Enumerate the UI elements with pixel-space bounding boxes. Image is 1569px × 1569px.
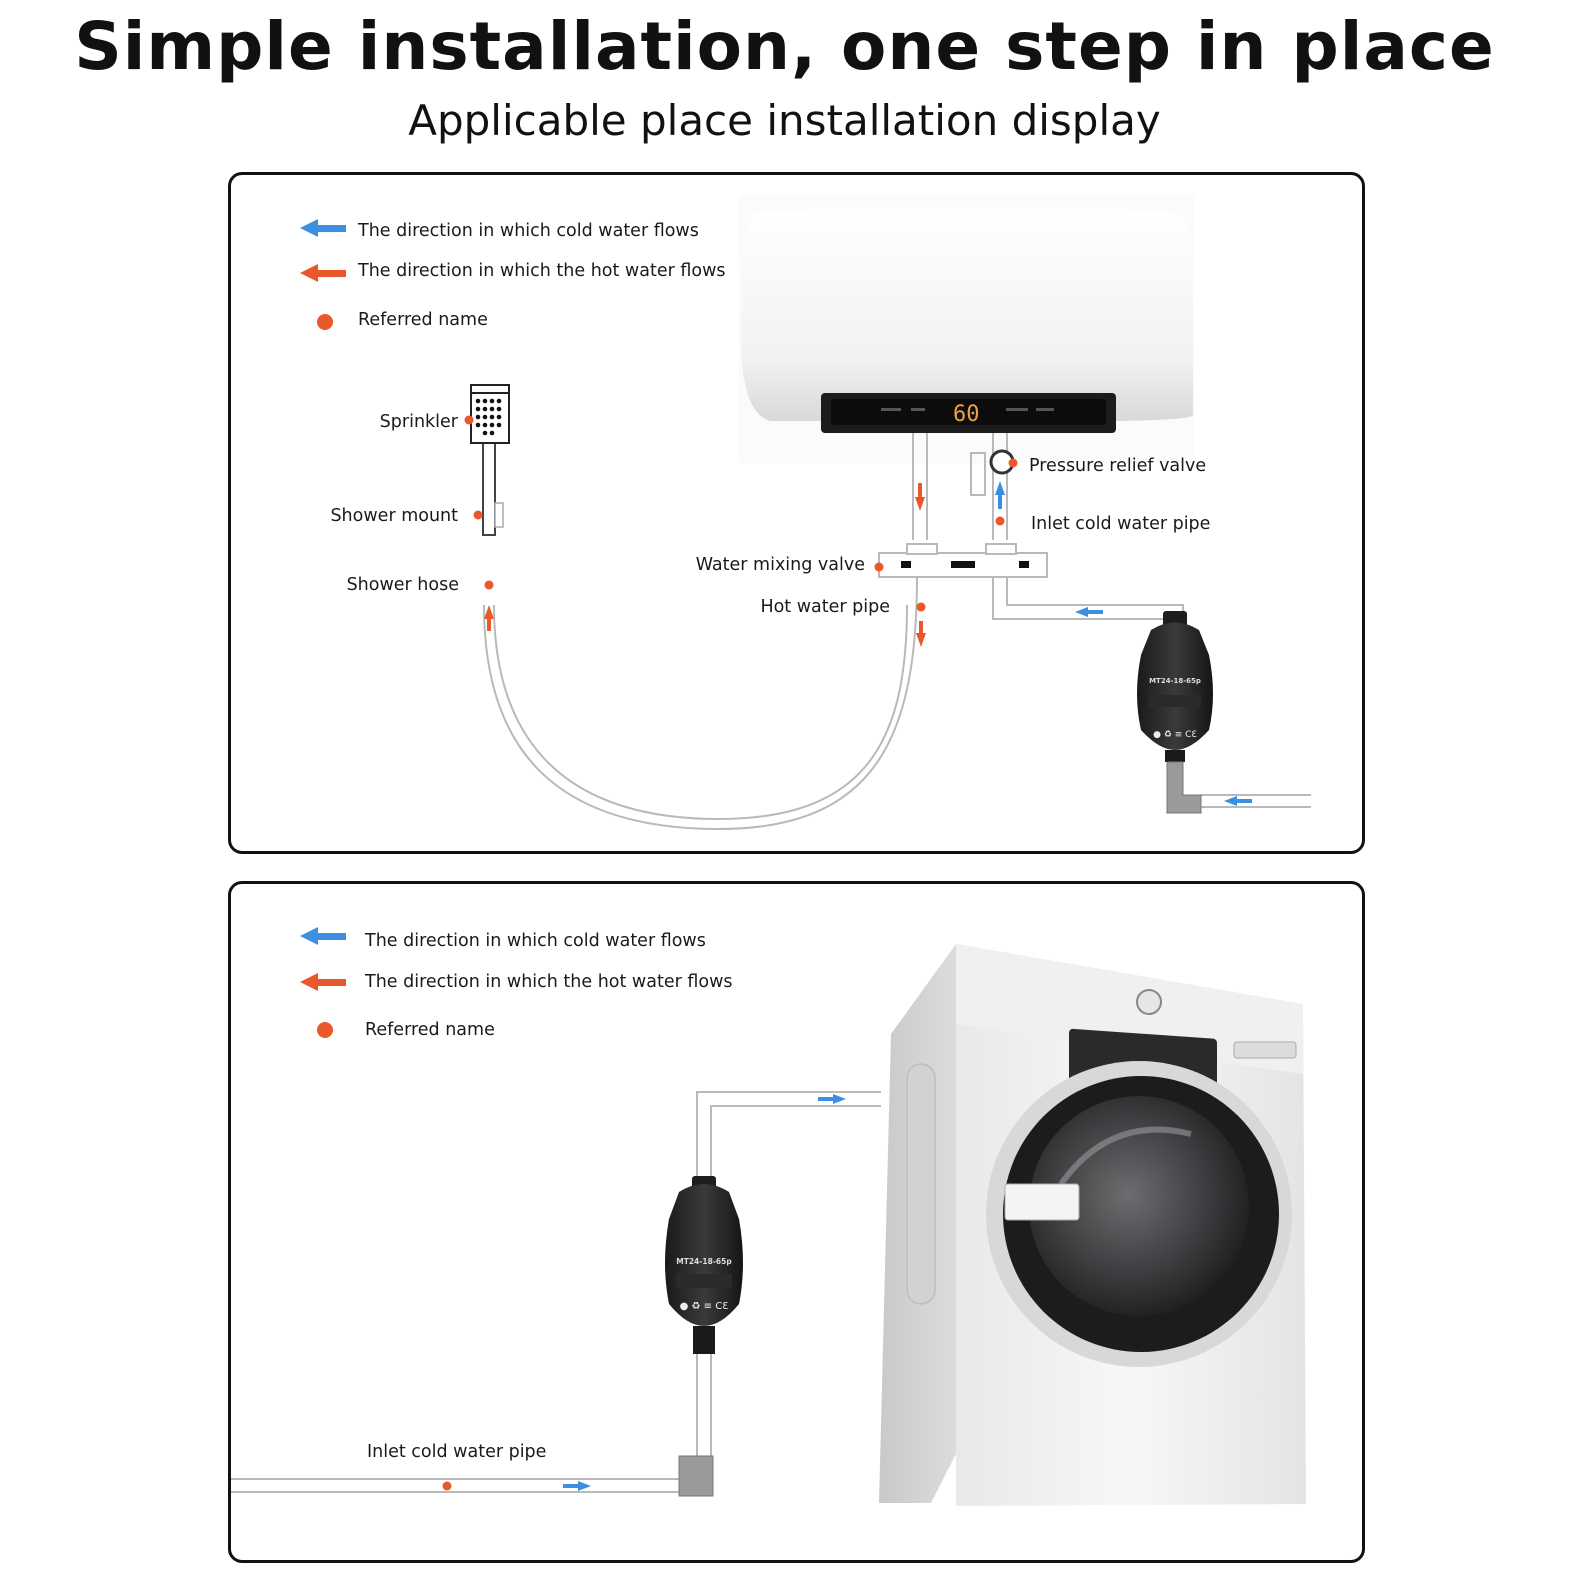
hot-flow-arrow-icon	[916, 621, 926, 647]
page-subtitle: Applicable place installation display	[408, 96, 1161, 145]
pump-model-label: MT24-18-65p	[676, 1257, 732, 1266]
legend-hot-label: The direction in which the hot water flo…	[364, 972, 733, 992]
program-dial-icon	[1136, 989, 1162, 1015]
svg-text:● ♻ ≡ CƐ: ● ♻ ≡ CƐ	[680, 1301, 729, 1312]
inlet-cold-water-pipe-label: Inlet cold water pipe	[367, 1442, 546, 1462]
water-heater-diagram: The direction in which cold water flows …	[300, 195, 1311, 831]
cold-flow-arrow-icon	[1224, 796, 1252, 806]
legend-marker-label: Referred name	[365, 1020, 495, 1040]
legend-cold-label: The direction in which cold water flows	[364, 931, 706, 951]
legend-hot-label: The direction in which the hot water flo…	[357, 261, 726, 281]
cold-flow-arrow-icon	[818, 1094, 846, 1104]
door-handle	[1004, 1183, 1080, 1221]
callout-dot	[442, 1481, 452, 1491]
cold-inlet-pipe	[231, 1091, 881, 1493]
svg-text:● ♻ ≡ CƐ: ● ♻ ≡ CƐ	[1153, 730, 1197, 740]
hot-flow-arrow-icon	[915, 483, 925, 511]
shower-mount-label: Shower mount	[330, 506, 458, 526]
cold-flow-arrow-icon	[1075, 607, 1103, 617]
hot-arrow-icon	[300, 264, 346, 282]
hot-water-pipe-label: Hot water pipe	[760, 597, 890, 617]
water-mixing-valve	[878, 543, 1048, 578]
pipe-elbow	[678, 1455, 714, 1497]
legend: The direction in which cold water flows …	[300, 219, 726, 330]
hot-flow-arrow-icon	[484, 605, 494, 631]
legend-cold-label: The direction in which cold water flows	[357, 221, 699, 241]
washing-machine	[879, 944, 1306, 1506]
inlet-cold-water-pipe-label: Inlet cold water pipe	[1031, 514, 1210, 534]
shower-hose	[483, 576, 918, 831]
legend: The direction in which cold water flows …	[300, 927, 733, 1040]
marker-dot-icon	[317, 1022, 333, 1038]
cold-flow-arrow-icon	[563, 1481, 591, 1491]
marker-dot-icon	[317, 314, 333, 330]
shower-head	[470, 384, 510, 536]
heater-temperature-display: 60	[953, 402, 980, 427]
page-title: Simple installation, one step in place	[74, 8, 1495, 85]
callout-dots	[464, 415, 1018, 612]
water-heater-panel: The direction in which cold water flows …	[228, 172, 1365, 854]
booster-pump: MT24-18-65p ● ♻ ≡ CƐ	[1137, 611, 1213, 814]
legend-marker-label: Referred name	[358, 310, 488, 330]
water-heater: 60	[739, 195, 1194, 463]
cold-arrow-icon	[300, 219, 346, 237]
pressure-relief-valve-label: Pressure relief valve	[1029, 456, 1206, 476]
booster-pump: MT24-18-65p ● ♻ ≡ CƐ	[665, 1176, 743, 1354]
sprinkler-label: Sprinkler	[380, 412, 459, 432]
washing-machine-diagram: The direction in which cold water flows …	[231, 927, 1306, 1506]
washing-machine-panel: The direction in which cold water flows …	[228, 881, 1365, 1563]
cold-arrow-icon	[300, 927, 346, 945]
water-mixing-valve-label: Water mixing valve	[696, 555, 865, 575]
cold-flow-arrow-icon	[995, 481, 1005, 509]
shower-hose-label: Shower hose	[347, 575, 459, 595]
hot-arrow-icon	[300, 973, 346, 991]
pump-model-label: MT24-18-65p	[1149, 677, 1201, 685]
